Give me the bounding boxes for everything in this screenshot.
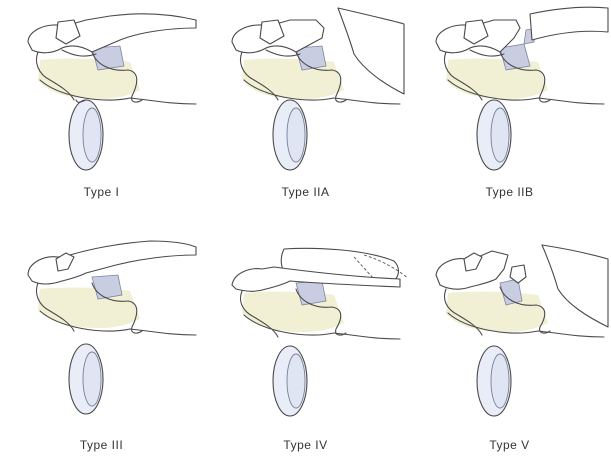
label-type-2b: Type IIB (408, 185, 611, 199)
shoulder-illustration-type-3 (0, 229, 203, 458)
panel-type-2b: Type IIB (408, 0, 611, 229)
panel-type-3: Type III (0, 229, 203, 458)
panel-type-4: Type IV (204, 229, 407, 458)
shoulder-illustration-type-5 (408, 229, 611, 458)
label-type-4: Type IV (204, 438, 407, 452)
label-type-5: Type V (408, 438, 611, 452)
label-type-2a: Type IIA (204, 185, 407, 199)
label-type-1: Type I (0, 185, 203, 199)
panel-type-2a: Type IIA (204, 0, 407, 229)
panel-type-1: Type I (0, 0, 203, 229)
label-type-3: Type III (0, 438, 203, 452)
panel-type-5: Type V (408, 229, 611, 458)
shoulder-illustration-type-4 (204, 229, 407, 458)
